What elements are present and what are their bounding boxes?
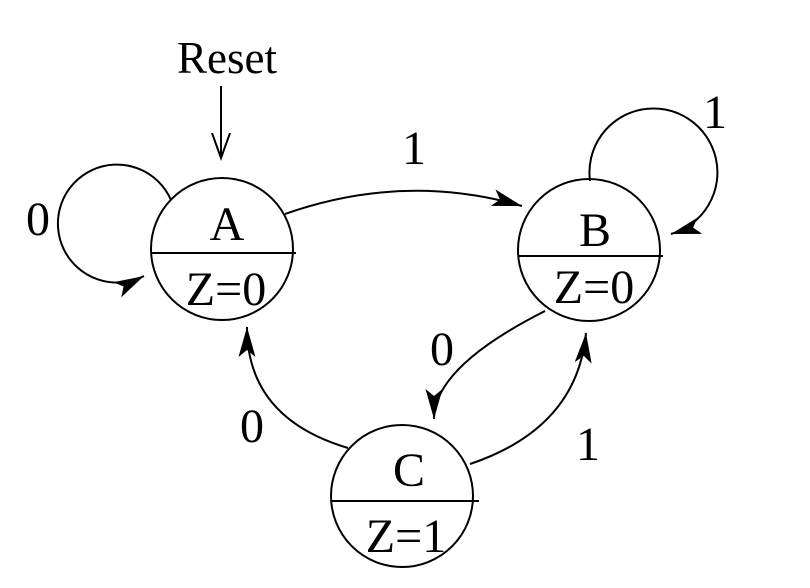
transition-B-C: 0 (425, 310, 546, 420)
state-C-circle (330, 424, 474, 568)
transition-B-C-path (425, 310, 546, 420)
transition-C-B-path (469, 332, 592, 465)
state-B: B Z=0 (517, 178, 663, 322)
transition-A-A-label: 0 (26, 193, 50, 246)
state-C-output: Z=1 (366, 510, 446, 563)
reset-label: Reset (177, 33, 277, 83)
transition-A-B: 1 (284, 122, 523, 215)
state-C: C Z=1 (330, 424, 479, 568)
state-A-circle (150, 177, 294, 321)
transition-A-B-label: 1 (402, 122, 426, 175)
transition-C-A-path (238, 326, 349, 449)
transition-B-B: 1 (588, 86, 727, 235)
transition-C-B: 1 (469, 332, 600, 471)
state-A-name: A (210, 198, 245, 251)
state-B-name: B (579, 204, 611, 257)
transition-A-B-path (284, 189, 523, 215)
transition-B-C-label: 0 (430, 323, 454, 376)
reset-entry: Reset (177, 33, 277, 158)
transition-B-B-label: 1 (703, 86, 727, 139)
state-A: A Z=0 (150, 177, 296, 321)
transition-C-B-label: 1 (576, 418, 600, 471)
transition-B-B-path (588, 107, 719, 235)
transition-C-A-label: 0 (240, 400, 264, 453)
state-B-output: Z=0 (554, 261, 634, 314)
transition-A-A: 0 (26, 163, 172, 298)
state-C-name: C (393, 444, 425, 497)
transition-A-A-path (56, 163, 172, 298)
state-A-output: Z=0 (186, 263, 266, 316)
transition-C-A: 0 (238, 326, 349, 453)
